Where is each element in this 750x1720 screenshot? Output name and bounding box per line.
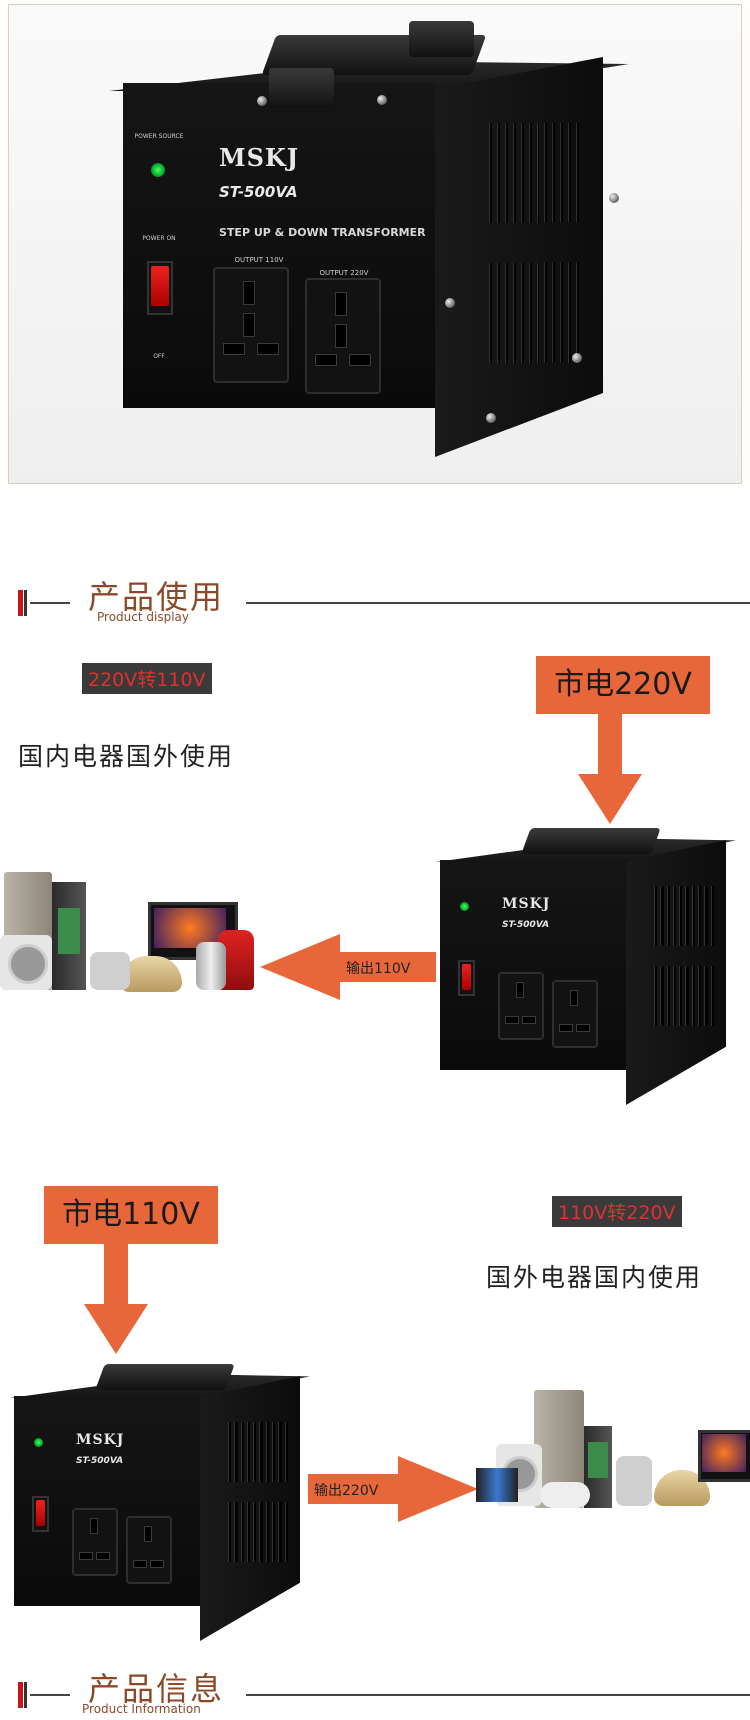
section-header-usage: 产品使用 Product display: [0, 570, 750, 630]
mains-220-label: 市电220V: [536, 656, 710, 714]
power-source-label: POWER SOURCE: [134, 133, 184, 140]
badge-110-to-220: 110V转220V: [552, 1196, 682, 1227]
socket-110: [213, 267, 289, 383]
socket-220: [305, 278, 381, 394]
appliances-group-2: [476, 1390, 750, 1520]
output-110-label: OUTPUT 110V: [234, 256, 284, 264]
section-subtitle-info: Product Information: [82, 1702, 201, 1716]
appliances-group-1: [0, 860, 266, 1000]
output-220-text: 输出220V: [314, 1483, 379, 1499]
badge-220-to-110: 220V转110V: [82, 663, 212, 694]
output-220-label: OUTPUT 220V: [319, 269, 369, 277]
model-label-usage1: ST-500VA: [502, 920, 550, 930]
arrow-down-icon: [578, 714, 642, 824]
section-subtitle-usage: Product display: [97, 610, 189, 624]
model-label-usage2: ST-500VA: [76, 1456, 124, 1466]
mains-110-label: 市电110V: [44, 1186, 218, 1244]
usage1-description: 国内电器国外使用: [18, 742, 235, 771]
section-header-info: 产品信息 Product Information: [0, 1662, 750, 1720]
output-110-text: 输出110V: [346, 961, 411, 977]
arrow-right-icon: [308, 1456, 478, 1522]
arrow-left-icon: [260, 934, 436, 1000]
brand-logo-usage1: MSKJ: [502, 896, 551, 912]
brand-logo-usage2: MSKJ: [76, 1432, 125, 1448]
model-label: ST-500VA: [219, 183, 298, 201]
transformer-subtitle: STEP UP & DOWN TRANSFORMER: [219, 226, 426, 239]
transformer-large: POWER SOURCE POWER ON OFF MSKJ ST-500VA …: [109, 13, 629, 473]
transformer-usage1: MSKJ ST-500VA: [436, 820, 736, 1105]
usage2-description: 国外电器国内使用: [486, 1263, 703, 1292]
hero-product-photo: POWER SOURCE POWER ON OFF MSKJ ST-500VA …: [8, 4, 742, 484]
section-title-info: 产品信息: [88, 1670, 225, 1708]
section-title-usage: 产品使用: [88, 578, 225, 616]
arrow-down-icon-2: [84, 1244, 148, 1354]
transformer-usage2: MSKJ ST-500VA: [10, 1356, 310, 1641]
power-on-label: POWER ON: [142, 235, 176, 242]
brand-logo: MSKJ: [219, 143, 300, 172]
off-label: OFF: [153, 353, 165, 360]
